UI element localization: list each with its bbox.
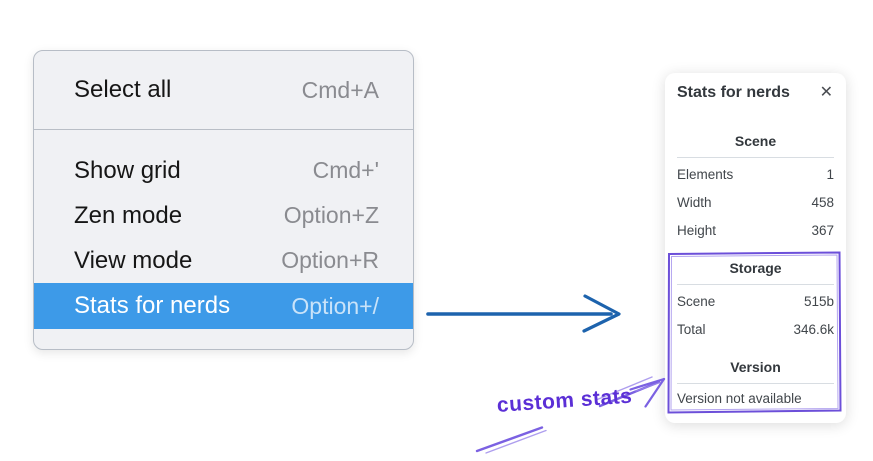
storage-section-heading: Storage [729,260,782,276]
stat-row-storage-total: Total 346.6k [677,315,834,343]
stat-value: 367 [811,222,834,238]
context-menu: Select all Cmd+A Show grid Cmd+' Zen mod… [33,50,414,350]
stat-label: Height [677,222,717,238]
scene-rows: Elements 1 Width 458 Height 367 [677,160,834,244]
stats-panel-header: Stats for nerds ✕ [677,83,834,103]
menu-item-show-grid[interactable]: Show grid Cmd+' [34,148,413,193]
menu-item-label: Stats for nerds [74,292,231,319]
storage-rows: Scene 515b Total 346.6k [677,287,834,343]
menu-item-select-all[interactable]: Select all Cmd+A [34,52,413,128]
scene-rule [677,157,834,158]
stat-value: 458 [811,194,834,210]
menu-item-label: View mode [74,246,193,274]
menu-divider [34,129,413,130]
menu-section-top: Select all Cmd+A [34,51,413,129]
stat-label: Total [677,321,706,337]
menu-item-view-mode[interactable]: View mode Option+R [34,238,413,283]
stats-panel: Stats for nerds ✕ Scene Elements 1 Width… [665,73,846,423]
stat-row-width: Width 458 [677,188,834,216]
menu-item-shortcut: Option+R [281,247,379,273]
menu-item-shortcut: Option+Z [283,202,379,228]
stat-row-elements: Elements 1 [677,160,834,188]
stat-value: 515b [803,293,834,309]
custom-stats-annotation: custom stats [496,384,633,417]
blue-arrow [426,294,621,333]
stat-row-storage-scene: Scene 515b [677,287,834,315]
stat-label: Elements [677,166,734,182]
storage-rule [677,284,834,285]
menu-item-label: Show grid [74,156,181,184]
scene-section-heading: Scene [734,133,777,149]
menu-section-bottom: Show grid Cmd+' Zen mode Option+Z View m… [34,130,413,349]
close-icon[interactable]: ✕ [819,84,833,101]
menu-item-stats-for-nerds[interactable]: Stats for nerds Option+/ [34,283,413,329]
menu-item-zen-mode[interactable]: Zen mode Option+Z [34,193,413,238]
version-note: Version not available [677,391,802,406]
version-section-heading: Version [730,359,781,375]
stat-value: 346.6k [793,321,834,337]
menu-item-shortcut: Option+/ [291,292,379,319]
stat-row-height: Height 367 [677,216,834,244]
menu-item-shortcut: Cmd+A [301,76,379,103]
stat-label: Scene [677,293,716,309]
version-rule [677,383,834,384]
stats-panel-title: Stats for nerds [677,84,790,101]
menu-item-label: Zen mode [74,201,183,229]
menu-item-label: Select all [74,76,172,103]
stat-label: Width [677,194,712,210]
purple-arrow [475,376,666,454]
stat-value: 1 [826,166,834,182]
menu-item-shortcut: Cmd+' [312,157,379,183]
